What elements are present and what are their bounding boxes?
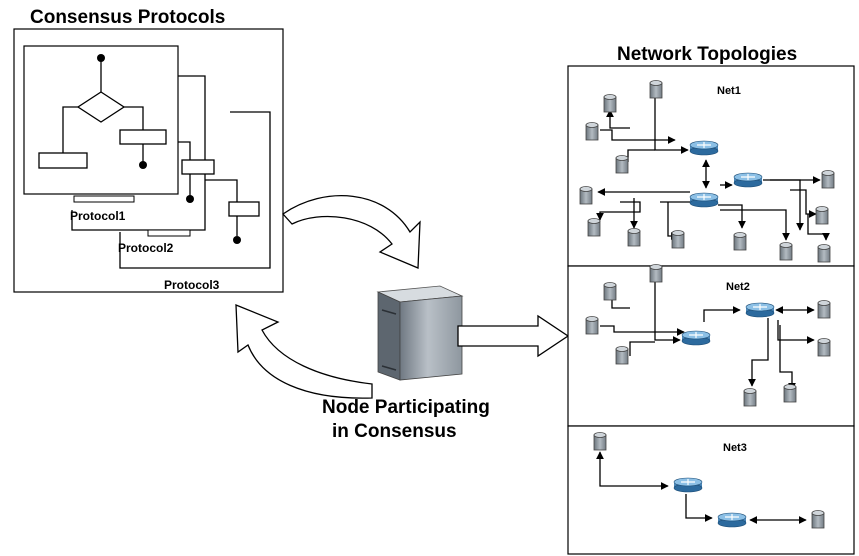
consensus-protocols-title: Consensus Protocols <box>30 7 225 28</box>
server-icon <box>376 285 464 381</box>
node-caption-line1: Node Participating <box>322 397 490 418</box>
curved-arrow-to-node <box>282 195 421 269</box>
network-topologies-title: Network Topologies <box>617 44 797 65</box>
protocol1-label: Protocol1 <box>70 209 126 223</box>
protocol2-sheet <box>71 75 206 231</box>
protocol3-sheet <box>119 111 271 269</box>
net3-panel <box>567 425 855 555</box>
block-arrow-to-topologies <box>457 314 570 358</box>
net3-label: Net3 <box>723 442 747 454</box>
protocol2-label: Protocol2 <box>118 241 174 255</box>
net3-links <box>596 451 807 524</box>
net2-links <box>600 280 815 391</box>
net1-links <box>596 98 830 241</box>
protocol3-label: Protocol3 <box>164 278 220 292</box>
net1-label: Net1 <box>717 85 741 97</box>
net2-label: Net2 <box>726 281 750 293</box>
curved-arrow-from-node <box>235 304 373 399</box>
flowchart-icon <box>38 54 260 244</box>
node-caption-line2: in Consensus <box>332 421 457 442</box>
